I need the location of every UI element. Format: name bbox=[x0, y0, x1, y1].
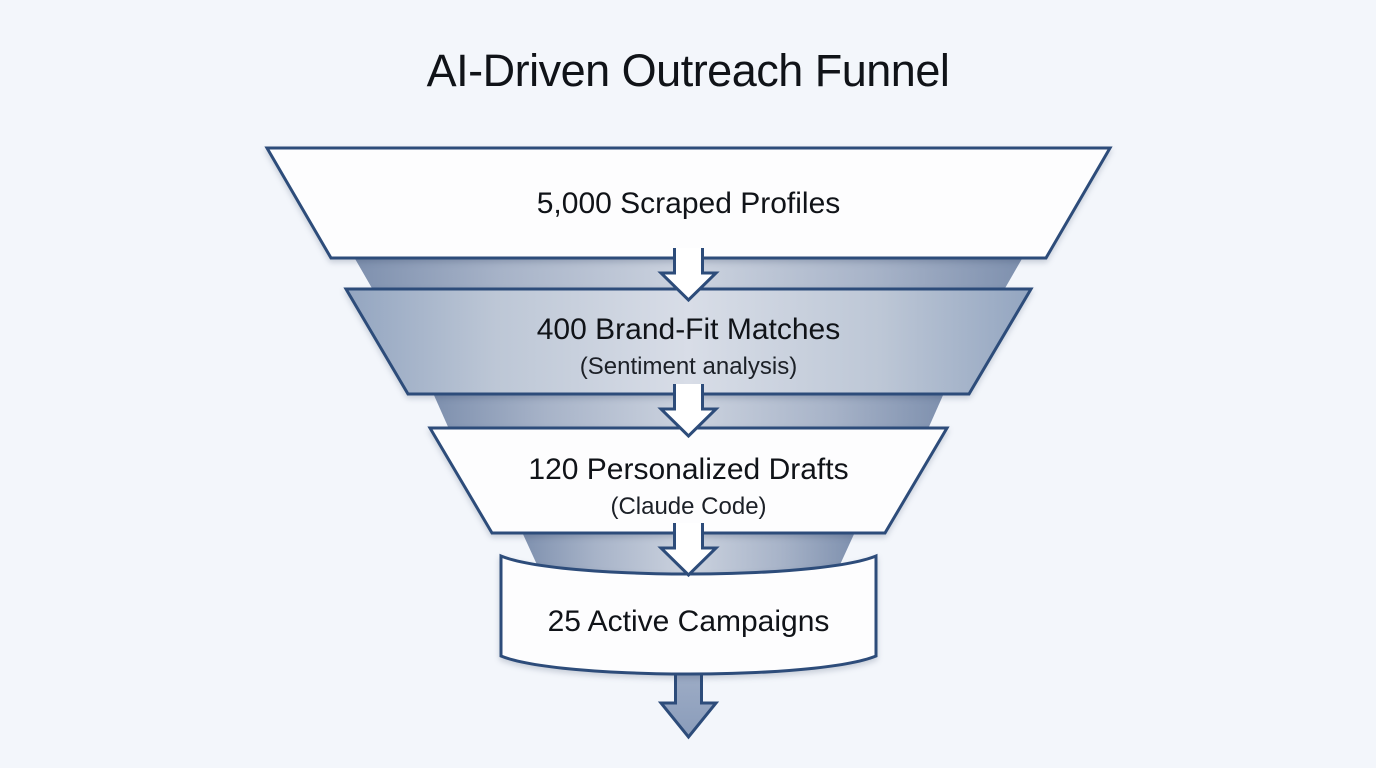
flow-arrow-3-icon bbox=[657, 523, 720, 578]
stage-3-label: 120 Personalized Drafts bbox=[528, 453, 848, 486]
stage-1-label: 5,000 Scraped Profiles bbox=[537, 187, 841, 220]
stage-3-sublabel: (Claude Code) bbox=[610, 493, 766, 520]
flow-arrow-2-icon bbox=[657, 384, 720, 439]
funnel-stage-3-shape bbox=[427, 426, 950, 535]
page-title: AI-Driven Outreach Funnel bbox=[426, 45, 950, 96]
funnel-stage-2-shape bbox=[343, 287, 1034, 396]
stage-2-sublabel: (Sentiment analysis) bbox=[580, 353, 797, 380]
stage-2-label: 400 Brand-Fit Matches bbox=[537, 313, 840, 346]
flow-arrow-1-icon bbox=[657, 248, 720, 303]
stage-4-label: 25 Active Campaigns bbox=[548, 605, 830, 638]
funnel-stage-1-shape bbox=[264, 146, 1113, 260]
funnel-stage-4-cylinder bbox=[499, 553, 878, 676]
